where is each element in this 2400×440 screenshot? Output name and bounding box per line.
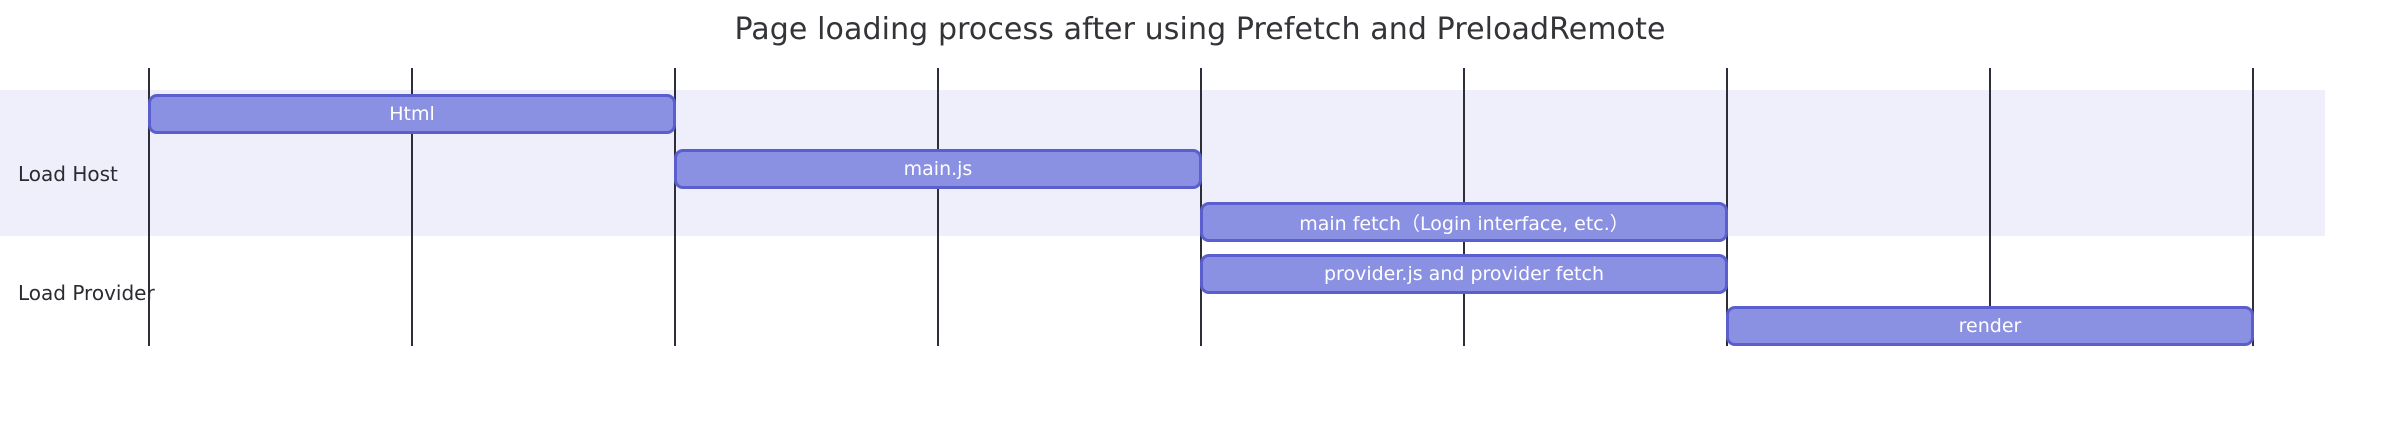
chart-title: Page loading process after using Prefetc…: [734, 12, 1666, 47]
gridline-7: [1989, 68, 1991, 346]
bar-render[interactable]: render: [1726, 306, 2254, 346]
bar-html[interactable]: Html: [148, 94, 676, 134]
gridline-0: [148, 68, 150, 346]
gridline-1: [411, 68, 413, 346]
row-label-load-provider: Load Provider: [18, 281, 155, 305]
bar-main-fetch[interactable]: main fetch（Login interface, etc.）: [1200, 202, 1728, 242]
bar-main-js[interactable]: main.js: [674, 149, 1202, 189]
plot-area: Load Host Load Provider Html main.js mai…: [0, 68, 2400, 346]
gridline-8: [2252, 68, 2254, 346]
row-label-load-host: Load Host: [18, 162, 118, 186]
gridline-2: [674, 68, 676, 346]
gridline-3: [937, 68, 939, 346]
bar-provider-js-and-provider-fetch[interactable]: provider.js and provider fetch: [1200, 254, 1728, 294]
